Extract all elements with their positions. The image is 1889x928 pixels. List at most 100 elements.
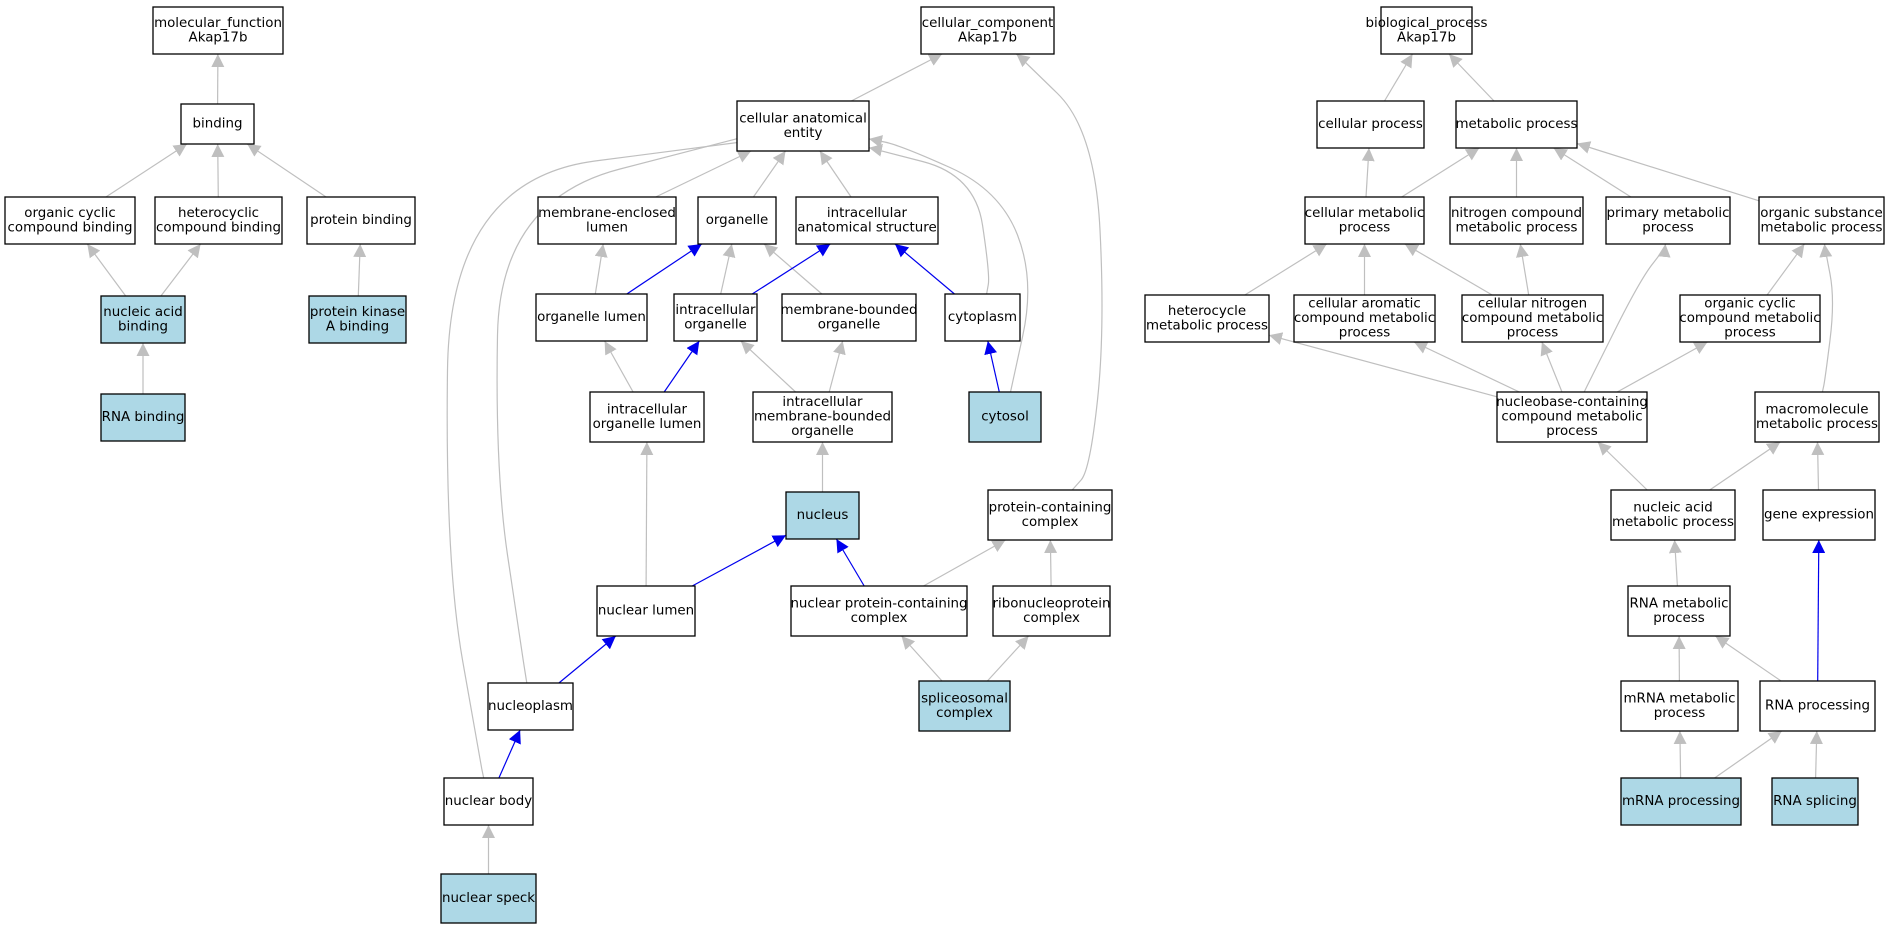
edge-line <box>835 538 865 587</box>
edge-layer <box>86 53 1834 874</box>
edge-imbo-to-io <box>740 340 797 393</box>
node-label-line: cellular process <box>1318 117 1423 132</box>
go-term-node-cp[interactable]: cellular process <box>1316 100 1425 149</box>
edge-line <box>1383 53 1414 102</box>
edge-cmp-to-cp <box>1361 147 1375 198</box>
node-box <box>440 873 537 924</box>
go-term-node-nb[interactable]: nuclear body <box>443 777 534 826</box>
edge-line <box>1244 243 1328 296</box>
edge-nb-to-np <box>498 729 521 779</box>
go-term-node-mrnap[interactable]: mRNA processing <box>1620 777 1742 826</box>
node-box <box>790 585 968 637</box>
edge-iol-to-io <box>663 340 700 393</box>
edge-ol-to-organelle <box>626 243 703 295</box>
node-box <box>1620 777 1742 826</box>
edge-ias-to-cae <box>819 150 852 198</box>
node-label-line: complex <box>851 611 908 626</box>
edge-nb-to-cae <box>446 133 752 779</box>
edge-line <box>160 243 202 297</box>
go-term-node-cytosol[interactable]: cytosol <box>968 391 1042 443</box>
edge-np-to-nl <box>558 635 617 684</box>
go-term-node-mp[interactable]: metabolic process <box>1455 100 1578 149</box>
node-box <box>443 777 534 826</box>
node-label-line: RNA binding <box>102 410 185 425</box>
edge-line <box>640 441 654 587</box>
edge-line <box>246 143 327 198</box>
go-term-node-pb[interactable]: protein binding <box>306 196 416 245</box>
edge-line <box>594 243 608 295</box>
node-label-line: macromolecule <box>1765 402 1868 417</box>
node-label-line: nucleoplasm <box>488 699 573 714</box>
edge-line <box>211 143 225 198</box>
node-label-line: metabolic process <box>1761 220 1883 235</box>
edge-nbccmp-to-pmp <box>1583 243 1671 393</box>
edge-line <box>1404 243 1493 296</box>
go-term-node-nucleus[interactable]: nucleus <box>785 491 860 540</box>
node-label-line: heterocyclic <box>178 206 259 221</box>
edge-pmp-to-mp <box>1553 147 1632 198</box>
go-term-node-rnab[interactable]: RNA binding <box>100 393 186 442</box>
go-term-node-nl[interactable]: nuclear lumen <box>596 585 696 637</box>
node-box <box>1304 196 1425 245</box>
node-box <box>1455 100 1578 149</box>
edge-namp-to-mmp <box>1709 441 1781 491</box>
edge-line <box>752 150 786 198</box>
edge-nl-to-nucleus <box>691 534 787 587</box>
go-term-node-cytoplasm[interactable]: cytoplasm <box>944 293 1021 342</box>
edge-line <box>1540 341 1563 393</box>
node-label-line: metabolic process <box>1756 417 1878 432</box>
edge-ol-to-mel <box>594 243 608 295</box>
go-term-node-rnap[interactable]: RNA processing <box>1759 680 1876 732</box>
node-label-line: biological_process <box>1366 16 1488 31</box>
edge-line <box>1583 243 1671 393</box>
go-term-node-np[interactable]: nucleoplasm <box>487 682 574 731</box>
edge-line <box>868 135 1029 393</box>
node-box <box>1144 294 1270 343</box>
go-term-node-ge[interactable]: gene expression <box>1762 489 1876 541</box>
edge-line <box>105 143 188 198</box>
go-term-node-ol[interactable]: organelle lumen <box>535 293 648 342</box>
edge-cytoplasm-to-cae <box>868 143 990 295</box>
go-term-node-binding[interactable]: binding <box>180 103 255 145</box>
go-term-node-rnas[interactable]: RNA splicing <box>1771 777 1859 826</box>
edge-rnap-to-ge <box>1812 539 1826 682</box>
edge-hcb-to-binding <box>211 143 225 198</box>
edge-line <box>626 243 703 295</box>
go-term-node-organelle[interactable]: organelle <box>697 196 777 245</box>
go-term-node-ns[interactable]: nuclear speck <box>440 873 537 924</box>
edge-ge-to-mmp <box>1811 441 1825 491</box>
edge-line <box>1401 147 1480 198</box>
node-box <box>795 196 939 245</box>
